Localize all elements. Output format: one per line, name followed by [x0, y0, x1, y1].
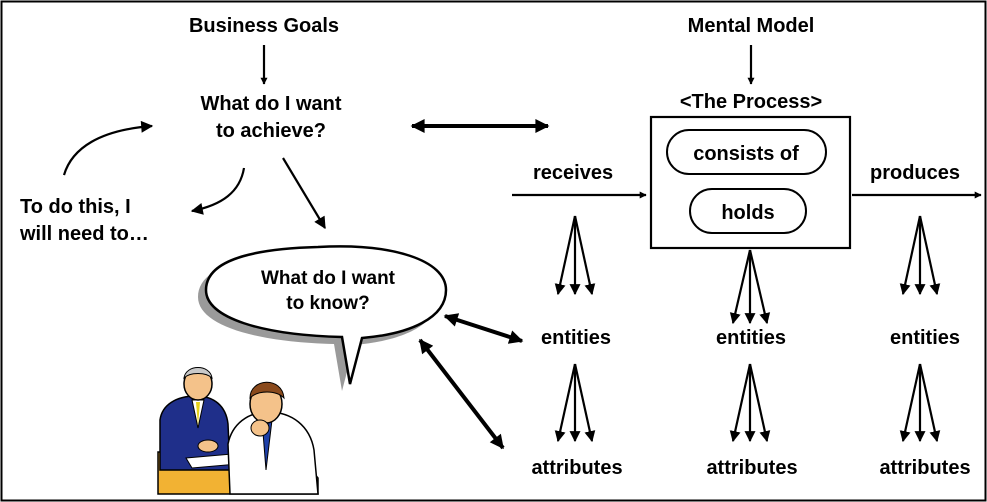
entities-label-middle: entities: [716, 327, 786, 349]
fan-arrows-attributes-right: [899, 363, 941, 443]
fan-arrows-attributes-left: [554, 363, 596, 443]
holds-label: holds: [721, 202, 774, 224]
consists-of-pill: [666, 129, 827, 175]
cycle-down-arrow: [190, 167, 246, 215]
fan-arrows-entities-left: [554, 215, 596, 296]
mental-model-label: Mental Model: [688, 15, 815, 37]
cycle-up-arrow: [62, 120, 154, 176]
businessmen-clipart: [157, 367, 319, 495]
business-goals-label: Business Goals: [189, 15, 339, 37]
produces-label: produces: [870, 162, 960, 184]
todo-line1: To do this, I: [20, 196, 131, 218]
speech-bubble: [198, 245, 448, 391]
consists-of-label: consists of: [693, 143, 799, 165]
entities-label-right: entities: [890, 327, 960, 349]
entities-label-left: entities: [541, 327, 611, 349]
achieve-to-know-arrow: [282, 157, 326, 230]
bubble-attributes-double-arrow: [418, 338, 505, 450]
fan-arrows-entities-middle: [729, 249, 771, 325]
achieve-question-line1: What do I want: [200, 93, 341, 115]
achieve-question-line2: to achieve?: [216, 120, 326, 142]
fan-arrows-entities-right: [899, 215, 941, 296]
attributes-label-middle: attributes: [706, 457, 797, 479]
bubble-question-line1: What do I want: [261, 268, 396, 289]
bubble-entities-double-arrow: [443, 313, 524, 344]
bubble-question-line2: to know?: [286, 293, 369, 314]
attributes-label-left: attributes: [531, 457, 622, 479]
attributes-label-right: attributes: [879, 457, 970, 479]
process-title: <The Process>: [680, 91, 822, 113]
receives-label: receives: [533, 162, 613, 184]
todo-line2: will need to…: [19, 223, 149, 245]
fan-arrows-attributes-middle: [729, 363, 771, 443]
holds-pill: [689, 188, 807, 234]
